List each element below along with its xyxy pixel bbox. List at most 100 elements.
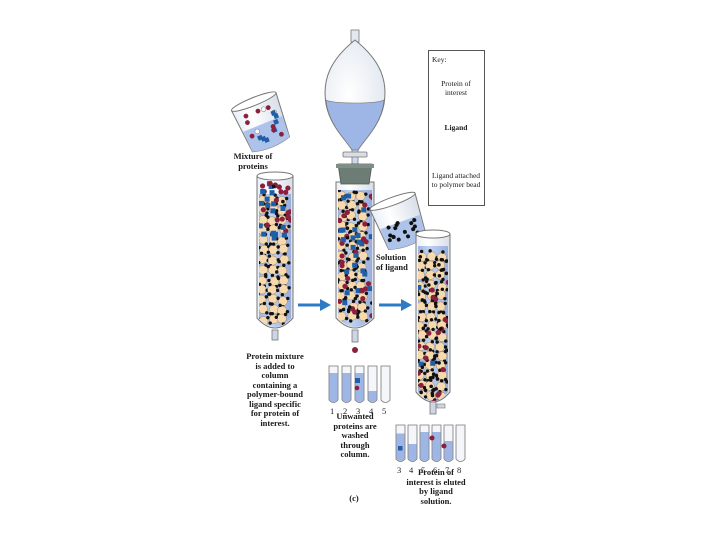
ligand-dot — [267, 254, 272, 258]
other-protein — [362, 271, 368, 277]
ligand-dot — [349, 319, 353, 323]
protein-of-interest — [259, 183, 266, 189]
other-protein — [269, 190, 275, 196]
other-protein — [270, 231, 276, 237]
protein-of-interest — [283, 189, 289, 195]
free-ligand — [437, 361, 441, 365]
ligand-dot — [360, 200, 364, 204]
ligand-dot — [266, 227, 270, 231]
free-ligand — [423, 290, 428, 295]
ligand-dot — [268, 242, 273, 246]
ligand-dot — [423, 371, 427, 375]
fraction-number: 4 — [409, 465, 414, 475]
free-ligand — [433, 281, 438, 285]
ligand-dot — [277, 283, 282, 288]
free-ligand — [420, 298, 425, 302]
ligand-dot — [366, 257, 370, 261]
ligand-dot — [267, 292, 272, 296]
protein-of-interest — [279, 216, 285, 222]
ligand-dot — [267, 278, 271, 283]
ligand-dot — [344, 316, 349, 321]
ligand-dot — [364, 231, 368, 235]
protein-of-interest — [441, 443, 447, 449]
other-protein — [361, 207, 367, 213]
ligand-dot — [282, 263, 286, 268]
ligand-dot — [274, 211, 279, 216]
other-protein — [353, 252, 359, 258]
ligand-dot — [265, 311, 269, 315]
ligand-dot — [349, 288, 353, 292]
free-ligand — [418, 292, 421, 297]
protein-of-interest — [338, 217, 343, 224]
ligand-dot — [419, 310, 423, 314]
ligand-dot — [276, 296, 280, 300]
protein-of-interest — [264, 222, 270, 228]
free-ligand — [418, 254, 423, 259]
free-ligand — [445, 380, 448, 384]
other-protein — [418, 284, 422, 290]
ligand-dot — [432, 273, 437, 277]
ligand-dot — [425, 369, 430, 373]
ligand-dot — [424, 334, 429, 339]
separatory-funnel — [324, 29, 386, 165]
protein-of-interest — [418, 370, 422, 376]
free-ligand — [420, 365, 425, 370]
ligand-dot — [350, 208, 355, 212]
ligand-dot — [418, 258, 422, 263]
ligand-dot — [441, 250, 445, 254]
ligand-dot — [443, 345, 448, 349]
protein-of-interest — [344, 209, 350, 215]
ligand-dot — [278, 303, 282, 308]
free-ligand — [427, 283, 431, 287]
other-protein — [338, 324, 342, 327]
ligand-dot — [259, 251, 264, 256]
protein-of-interest — [362, 202, 368, 208]
ligand-dot — [280, 293, 285, 297]
fraction-number: 3 — [397, 465, 402, 475]
protein-of-interest — [429, 287, 435, 293]
free-ligand — [429, 384, 433, 389]
free-ligand — [281, 199, 285, 204]
protein-of-interest — [430, 294, 436, 300]
ligand-dot — [423, 378, 427, 382]
ligand-dot — [366, 207, 371, 211]
fraction-number: 8 — [457, 465, 462, 475]
other-protein — [268, 183, 274, 189]
collection-tubes-2 — [395, 424, 466, 462]
ligand-dot — [357, 310, 361, 314]
ligand-dot — [444, 339, 448, 343]
free-ligand — [437, 263, 441, 267]
free-ligand — [345, 235, 350, 240]
ligand-dot — [355, 202, 360, 206]
ligand-dot — [434, 374, 439, 378]
protein-of-interest — [278, 189, 284, 195]
ligand-dot — [285, 309, 290, 314]
protein-of-interest — [435, 329, 441, 336]
protein-of-interest — [442, 317, 448, 323]
column-1-beads — [259, 180, 291, 327]
ligand-dot — [266, 315, 270, 320]
free-ligand — [419, 390, 423, 395]
ligand-dot — [351, 278, 355, 283]
ligand-molecule — [406, 234, 411, 239]
ligand-dot — [347, 257, 351, 262]
other-protein — [271, 201, 277, 207]
fraction-number: 4 — [369, 406, 374, 416]
free-ligand — [370, 301, 372, 305]
ligand-dot — [423, 323, 428, 328]
ligand-dot — [276, 245, 280, 249]
ligand-dot — [418, 339, 421, 343]
protein-of-interest — [359, 287, 365, 294]
free-ligand — [431, 375, 435, 380]
ligand-bead — [259, 264, 268, 275]
other-protein — [350, 235, 356, 241]
tube-liquid — [368, 391, 377, 402]
free-ligand — [433, 354, 437, 358]
ligand-dot — [271, 242, 276, 246]
ligand-dot — [287, 286, 291, 290]
ligand-dot — [364, 291, 369, 296]
protein-of-interest — [273, 197, 279, 203]
other-protein — [259, 223, 263, 229]
ligand-dot — [276, 214, 280, 218]
tube-liquid — [329, 373, 338, 402]
